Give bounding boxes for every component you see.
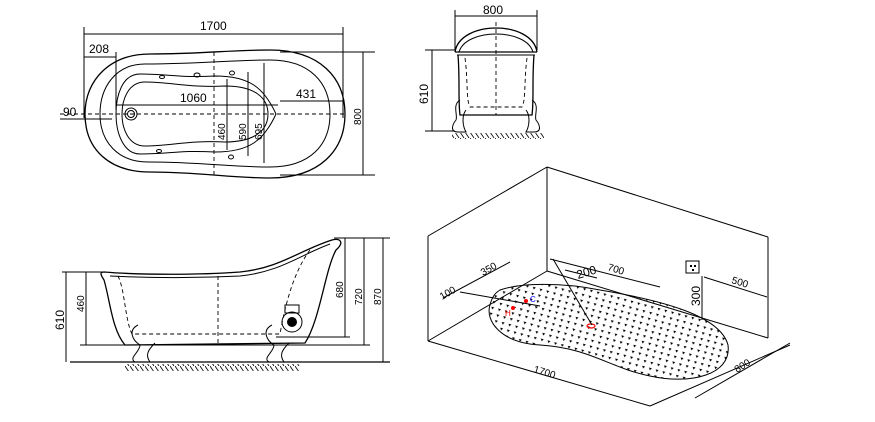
dim-back-total-height: 870 <box>373 288 384 305</box>
dim-inner-length: 1060 <box>180 91 207 105</box>
dim-inner-width-mid: 590 <box>238 123 249 140</box>
dim-edge-offset: 90 <box>63 105 77 119</box>
dim-side-rim-height: 610 <box>53 310 67 330</box>
end-view: 800 610 <box>417 3 544 139</box>
dim-socket-offset: 500 <box>730 275 750 291</box>
tub-rim-inner <box>99 59 331 168</box>
dim-install-width: 800 <box>733 357 753 375</box>
dim-inner-width-large: 695 <box>254 123 265 140</box>
install-dimension-lines <box>427 258 791 407</box>
dim-faucet-offset: 350 <box>479 261 499 279</box>
dim-inner-width-small: 460 <box>217 123 228 140</box>
floor-hatch <box>452 133 544 139</box>
hot-valve <box>511 306 515 310</box>
tub-side-outline <box>100 238 342 346</box>
dim-drain-offset: 208 <box>89 42 109 56</box>
dim-overall-length: 1700 <box>200 19 227 33</box>
side-view: 610 460 680 720 870 <box>53 237 390 371</box>
jet-icon <box>193 72 201 78</box>
dim-install-length: 1700 <box>532 364 557 381</box>
jet-icon <box>159 75 165 79</box>
dim-end-width: 800 <box>483 3 503 17</box>
tub-outer-outline <box>84 49 346 179</box>
cold-valve <box>524 299 528 303</box>
dimension-lines <box>60 27 375 176</box>
cold-label: C <box>530 295 536 304</box>
claw-foot <box>265 324 290 363</box>
tub-floor <box>121 81 269 147</box>
top-view: 1700 208 90 1060 431 460 590 695 800 <box>60 19 375 179</box>
dim-head-length: 431 <box>296 87 316 101</box>
floor-hatch <box>125 364 300 371</box>
installation-view: H C 1700 800 100 350 200 700 300 500 <box>427 166 791 407</box>
dim-drain-distance: 700 <box>606 262 626 278</box>
claw-foot <box>131 324 156 363</box>
jet-icon <box>228 154 234 160</box>
dim-overall-width: 800 <box>353 108 364 125</box>
backrest-arch <box>454 27 538 53</box>
dim-drain-offset: 200 <box>575 263 599 282</box>
dim-back-inner-height: 680 <box>335 281 346 298</box>
jet-icon <box>229 70 235 76</box>
claw-foot <box>525 99 540 133</box>
dim-back-height: 720 <box>354 288 365 305</box>
dim-socket-height: 300 <box>689 286 703 306</box>
dim-side-inner-depth: 460 <box>76 295 87 312</box>
dim-faucet-from-wall: 100 <box>438 285 458 303</box>
jet-icon <box>156 149 162 153</box>
pump-icon <box>281 304 303 333</box>
socket-icon <box>685 260 700 274</box>
hot-label: H <box>505 309 511 318</box>
dim-end-height: 610 <box>417 84 431 104</box>
tub-footprint <box>488 283 729 380</box>
claw-foot <box>452 99 467 133</box>
